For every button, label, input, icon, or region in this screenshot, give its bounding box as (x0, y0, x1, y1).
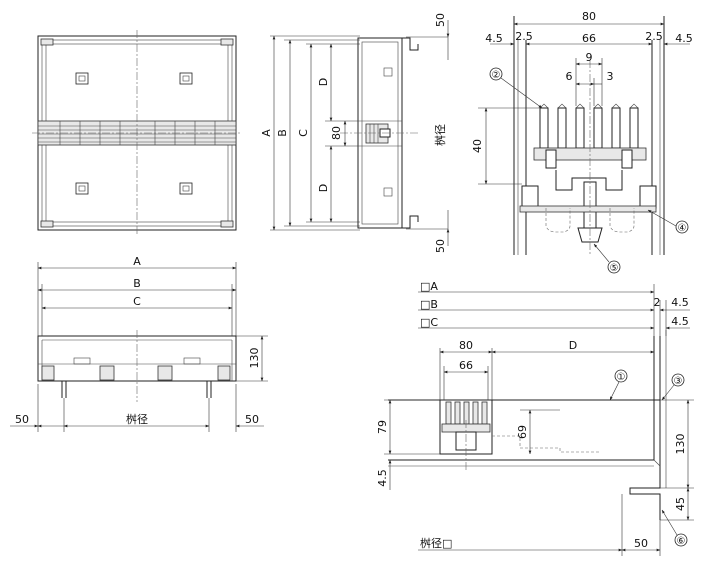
callout-1 (614, 369, 628, 383)
side-rail-clip (365, 123, 391, 144)
section-dim-66: 66 (459, 359, 473, 372)
lift-handle (75, 182, 89, 195)
section-dim-D: D (569, 339, 577, 352)
section-label-C: □C (420, 316, 438, 329)
side-dim-top-50: 50 (434, 13, 447, 27)
section-dim-45-right: 45 (674, 497, 687, 511)
section-dim-4-5-b: 4.5 (671, 296, 689, 309)
frame-bottom (519, 205, 657, 213)
section-dim-80: 80 (459, 339, 473, 352)
side-dim-80: 80 (330, 126, 343, 140)
front-dim-50-left: 50 (15, 413, 29, 426)
section-dim-4-5-c: 4.5 (671, 315, 689, 328)
detail-dim-3: 3 (607, 70, 614, 83)
callout-4 (675, 220, 689, 234)
section-label-masu: 桝径□ (420, 536, 452, 550)
side-view: A B C D D 80 50 50 桝径 (260, 13, 450, 253)
detail-dim-4-5-right: 4.5 (675, 32, 693, 45)
section-dim-50: 50 (634, 537, 648, 550)
front-dim-C: C (133, 295, 141, 308)
locking-bracket (555, 170, 623, 191)
top-view (32, 30, 242, 236)
section-grating-bars (445, 401, 488, 425)
detail-dim-40: 40 (471, 139, 484, 153)
corner-tab (220, 220, 234, 228)
side-dim-D-lower: D (317, 184, 330, 192)
corner-tab (40, 38, 54, 46)
front-dim-B: B (133, 277, 141, 290)
side-dim-masu: 桝径 (433, 124, 447, 146)
detail-dim-2-5-right: 2.5 (645, 30, 663, 43)
side-dim-bottom-50: 50 (434, 239, 447, 253)
section-label-B: □B (420, 298, 438, 311)
section-label-A: □A (420, 280, 438, 293)
section-view: □A □B □C 2 4.5 4.5 80 D 66 79 69 4.5 130… (376, 280, 694, 556)
section-dim-69: 69 (516, 425, 529, 439)
section-dim-2: 2 (654, 296, 661, 309)
front-dim-130: 130 (248, 348, 261, 369)
front-dim-A: A (133, 255, 141, 268)
bolt (621, 149, 633, 169)
callout-5 (607, 260, 621, 274)
corner-tab (40, 220, 54, 228)
lift-handle (179, 72, 193, 85)
side-dim-D-upper: D (317, 78, 330, 86)
lift-handle (179, 182, 193, 195)
front-dim-masu: 桝径 (126, 412, 148, 426)
corner-tab (220, 38, 234, 46)
section-dim-79: 79 (376, 420, 389, 434)
detail-dim-4-5-left: 4.5 (485, 32, 503, 45)
detail-dim-2-5-left: 2.5 (515, 30, 533, 43)
detail-view: 80 4.5 2.5 66 2.5 4.5 9 6 3 40 ② ④ ⑤ (471, 10, 693, 274)
callout-3 (671, 373, 685, 387)
bolt (545, 149, 557, 169)
grating-bars (539, 103, 639, 149)
callout-3-label: ③ (674, 376, 683, 387)
side-dim-A: A (260, 129, 273, 137)
section-dim-130: 130 (674, 434, 687, 455)
callout-2 (489, 67, 503, 81)
detail-dim-80: 80 (582, 10, 596, 23)
front-dim-50-right: 50 (245, 413, 259, 426)
side-flange (402, 37, 419, 51)
callout-5-label: ⑤ (610, 263, 619, 274)
front-view: A B C 130 50 桝径 50 (10, 255, 268, 432)
callout-1-label: ① (617, 372, 626, 383)
callout-2-label: ② (492, 70, 501, 81)
callout-6-label: ⑥ (677, 536, 686, 547)
callout-4-label: ④ (678, 223, 687, 234)
side-dim-C: C (297, 129, 310, 137)
detail-dim-9: 9 (586, 51, 593, 64)
side-dim-B: B (276, 129, 289, 137)
frame-angle (388, 336, 655, 461)
section-dim-4-5-bottom: 4.5 (376, 469, 389, 487)
detail-dim-6: 6 (566, 70, 573, 83)
callout-6 (674, 533, 688, 547)
lift-handle (75, 72, 89, 85)
detail-dim-66: 66 (582, 32, 596, 45)
